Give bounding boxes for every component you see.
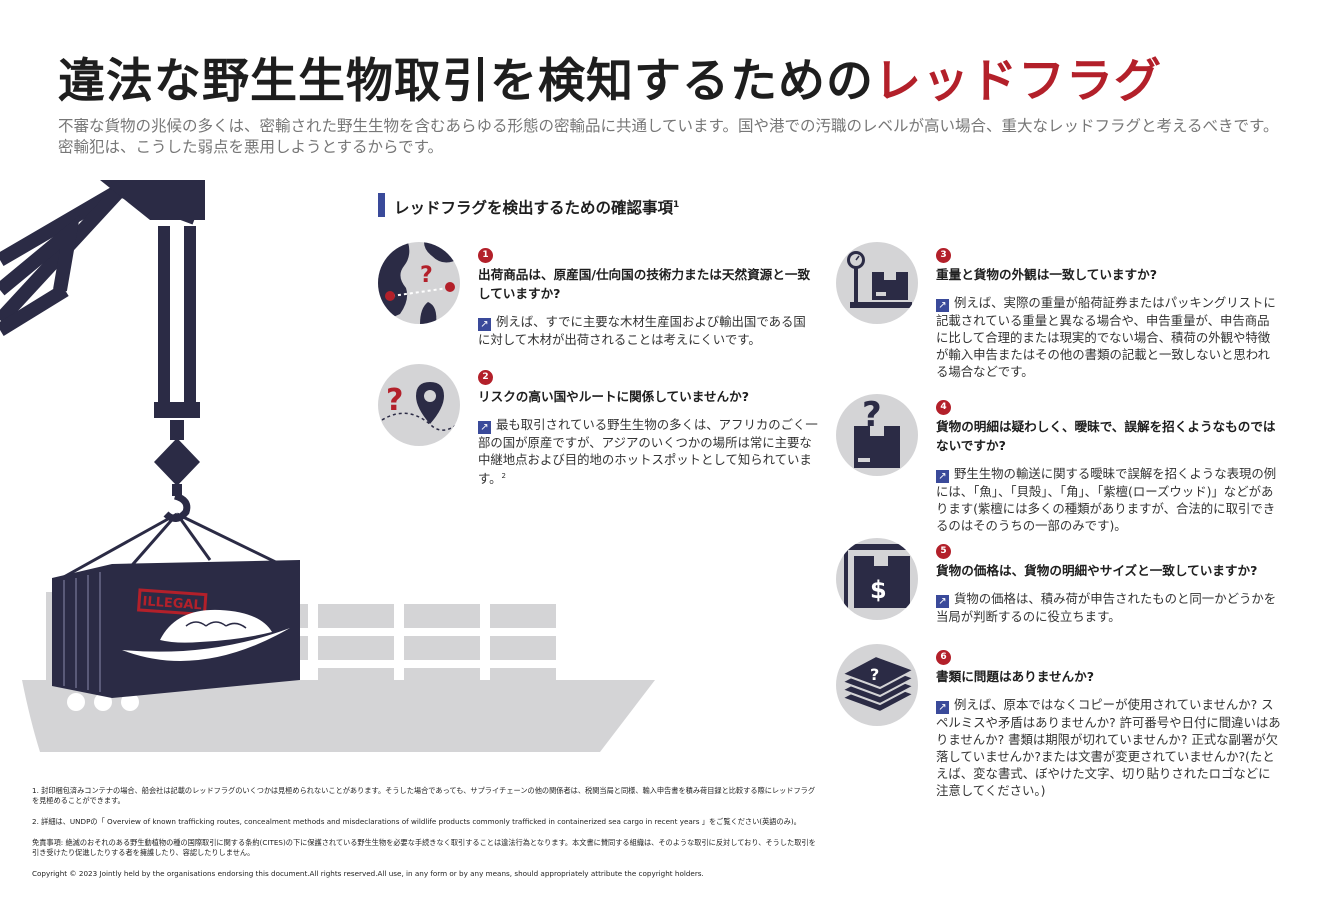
item-answer: ↗例えば、実際の重量が船荷証券またはパッキングリストに記載されている重量と異なる… <box>936 295 1276 379</box>
item-number-badge: 6 <box>936 650 951 665</box>
arrow-icon: ↗ <box>478 421 491 434</box>
section-heading: レッドフラグを検出するための確認事項1 <box>378 192 679 218</box>
svg-text:?: ? <box>870 665 879 684</box>
map-route-icon: ? <box>378 242 460 324</box>
item-answer: ↗野生生物の輸送に関する曖昧で誤解を招くような表現の例には、「魚」、「貝殻」、「… <box>936 466 1277 533</box>
svg-text:$: $ <box>870 576 887 604</box>
copyright: Copyright © 2023 Jointly held by the org… <box>32 869 704 878</box>
svg-text:?: ? <box>862 395 882 435</box>
lead-paragraph: 不審な貨物の兆候の多くは、密輸された野生生物を含むあらゆる形態の密輸品に共通して… <box>58 117 1279 156</box>
svg-text:?: ? <box>420 263 433 288</box>
answer-footnote-ref: 2 <box>501 472 507 480</box>
document-stack-icon: ? <box>836 644 918 726</box>
dollar-box-icon: $ <box>836 538 918 620</box>
title-main: 違法な野生生物取引を検知するための <box>58 54 874 109</box>
item-question: 出荷商品は、原産国/仕向国の技術力または天然資源と一致していますか? <box>478 267 811 301</box>
item-question: リスクの高い国やルートに関係していませんか? <box>478 389 750 404</box>
disclaimer: 免責事項: 絶滅のおそれのある野生動植物の種の国際取引に関する条約(CITES)… <box>32 838 816 857</box>
heading-footnote-ref: 1 <box>673 200 680 210</box>
arrow-icon: ↗ <box>478 318 491 331</box>
item-question: 貨物の明細は疑わしく、曖昧で、誤解を招くようなものではないですか? <box>936 419 1276 453</box>
footnotes: 1. 封印梱包済みコンテナの場合、船会社は記載のレッドフラグのいくつかは見極めら… <box>32 786 817 879</box>
item-number-badge: 1 <box>478 248 493 263</box>
item-number-badge: 2 <box>478 370 493 385</box>
crane-ship-illustration: ILLEGAL <box>0 180 680 780</box>
illegal-stamp: ILLEGAL <box>142 594 202 613</box>
arrow-icon: ↗ <box>936 595 949 608</box>
arrow-icon: ↗ <box>936 299 949 312</box>
item-number-badge: 4 <box>936 400 951 415</box>
title-accent: レッドフラグ <box>874 54 1162 109</box>
arrow-icon: ↗ <box>936 701 949 714</box>
svg-text:?: ? <box>386 383 403 418</box>
shipping-container-icon: ILLEGAL <box>52 560 300 698</box>
question-location-pin-icon: ? <box>378 364 460 446</box>
arrow-icon: ↗ <box>936 470 949 483</box>
question-box-icon: ? <box>836 394 918 476</box>
item-answer: ↗例えば、原本ではなくコピーが使用されていませんか? スペルミスや矛盾はありませ… <box>936 697 1281 798</box>
scale-box-icon <box>836 242 918 324</box>
footnote-1: 1. 封印梱包済みコンテナの場合、船会社は記載のレッドフラグのいくつかは見極めら… <box>32 786 816 805</box>
item-question: 貨物の価格は、貨物の明細やサイズと一致していますか? <box>936 563 1258 578</box>
item-answer: ↗例えば、すでに主要な木材生産国および輸出国である国に対して木材が出荷されること… <box>478 314 806 347</box>
item-question: 重量と貨物の外観は一致していますか? <box>936 267 1158 282</box>
page-title: 違法な野生生物取引を検知するためのレッドフラグ <box>58 42 1258 111</box>
item-number-badge: 5 <box>936 544 951 559</box>
footnote-2: 2. 詳細は、UNDPの「 Overview of known traffick… <box>32 817 801 826</box>
item-question: 書類に問題はありませんか? <box>936 669 1095 684</box>
item-number-badge: 3 <box>936 248 951 263</box>
item-answer: ↗最も取引されている野生生物の多くは、アフリカのごく一部の国が原産ですが、アジア… <box>478 417 818 487</box>
item-answer: ↗貨物の価格は、積み荷が申告されたものと同一かどうかを当局が判断するのに役立ちま… <box>936 591 1277 624</box>
